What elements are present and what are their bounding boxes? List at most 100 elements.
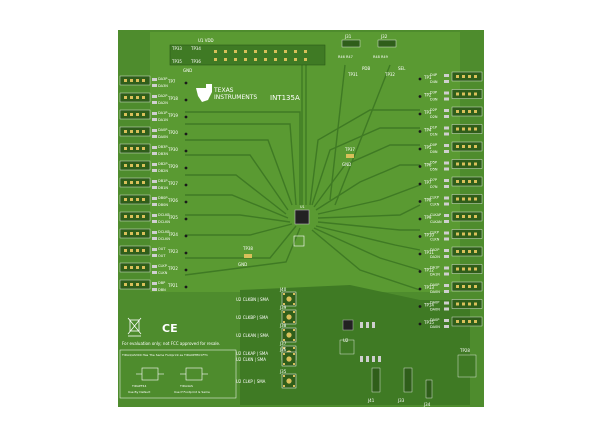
right-row-pin <box>474 92 477 96</box>
sma-id: J40 <box>279 287 287 292</box>
right-row-pin <box>474 75 477 78</box>
right-row-resistor <box>444 74 449 77</box>
sma-ground-pad <box>293 321 295 323</box>
sma-label: U2 CLKAN | SMA <box>236 333 269 338</box>
ti-logo-icon <box>196 84 212 102</box>
sma-ground-pad <box>293 347 295 349</box>
header-label: U1 VDD <box>198 38 214 43</box>
right-row-pin <box>456 232 459 236</box>
left-row-resistor <box>152 186 157 189</box>
left-row-resistor <box>152 152 157 155</box>
sma-ground-pad <box>283 353 285 355</box>
jumper-j32-pins: R48 R49 <box>373 55 388 59</box>
right-row-pin <box>456 75 459 78</box>
left-row-via <box>184 251 188 255</box>
jumper-j31-sig: PDB <box>362 66 370 71</box>
sma-ground-pad <box>293 353 295 355</box>
right-row-net: D7P <box>430 178 437 182</box>
tp37-label: TP37 <box>344 147 355 152</box>
sma-center-pin <box>286 332 292 338</box>
right-row-resistor <box>444 109 449 112</box>
right-row-resistor <box>444 126 449 130</box>
left-row-pin <box>124 113 127 116</box>
right-row-resistor <box>444 167 449 171</box>
right-row-tp: TP9 <box>423 215 432 220</box>
right-row-pin <box>468 180 471 183</box>
right-row-via <box>418 95 422 98</box>
left-row-pin <box>130 266 133 269</box>
right-row-pin <box>468 110 471 113</box>
right-row-header <box>451 124 483 134</box>
left-row-pin <box>136 113 139 116</box>
right-row-net2: D5N <box>430 168 438 172</box>
right-row-pin <box>456 162 459 166</box>
left-row-via <box>184 115 188 119</box>
bottom-ref-2: J33 <box>397 398 405 403</box>
right-row-pin <box>474 215 477 218</box>
left-row-net2: DB2N <box>158 169 168 173</box>
left-row-header <box>119 109 151 120</box>
right-row-tp: TP10 <box>423 233 434 238</box>
left-row-header <box>119 92 151 103</box>
left-row-resistor <box>152 112 157 115</box>
right-row-via <box>418 270 422 273</box>
right-row-resistor <box>444 325 449 328</box>
left-row-via <box>184 183 188 187</box>
copper-pour-top <box>150 32 460 292</box>
right-row-resistor <box>444 220 449 223</box>
sma-connector: J40 U2 CLKBN | SMA <box>236 287 297 307</box>
right-row-pin <box>468 215 471 218</box>
left-row-pin <box>130 113 133 116</box>
left-row-tp: TP29 <box>167 164 178 169</box>
brand-line2: INSTRUMENTS <box>214 94 257 101</box>
left-row-net2: DBN <box>158 288 166 292</box>
notes-left-sub: Use By Default <box>128 390 151 394</box>
right-row-resistor <box>444 249 449 252</box>
right-row-pin <box>474 180 477 183</box>
left-row-pin <box>142 198 145 201</box>
left-row-pin <box>136 215 139 218</box>
right-row-pin <box>474 267 477 271</box>
right-row-pin <box>474 162 477 166</box>
left-row-via <box>184 166 188 170</box>
right-row-pin <box>474 250 477 253</box>
sma-label: U2 CLKBN | SMA <box>236 297 269 302</box>
right-row-tp: TP4 <box>423 128 432 133</box>
left-row-net2: DA3N <box>158 84 168 88</box>
right-row-net: D4P <box>430 73 437 77</box>
sma-id: J35 <box>279 369 287 374</box>
right-row-net2: DA0N <box>430 290 440 294</box>
right-row-net2: DA0N <box>430 325 440 329</box>
right-row-resistor <box>444 290 449 293</box>
left-row-resistor <box>152 169 157 172</box>
sma-ground-pad <box>293 339 295 341</box>
right-row-pin <box>468 267 471 271</box>
right-row-net2: D4N <box>430 80 438 84</box>
header-pins <box>214 50 307 61</box>
left-row-pin <box>136 164 139 167</box>
right-row-pin <box>462 285 465 288</box>
right-row-tp: TP6 <box>423 163 432 168</box>
left-row-pin <box>142 79 145 82</box>
left-row-net: DA1P <box>158 111 167 115</box>
right-row-header <box>451 194 483 204</box>
tp37-pad <box>346 154 354 158</box>
left-row-tp: TP24 <box>167 232 178 237</box>
right-row-header <box>451 246 483 257</box>
sma-id: J36 <box>279 347 287 352</box>
sma-ground-pad <box>293 375 295 377</box>
right-row-via <box>418 165 422 168</box>
right-row-tp: TP7 <box>423 180 432 185</box>
notes-right-sub: Use If Footprint Is Same <box>174 390 210 394</box>
right-row-resistor <box>444 284 449 287</box>
left-row-pin <box>130 215 133 218</box>
right-row-header <box>451 89 483 99</box>
notes-left-caption: TIDAPF44 <box>131 384 146 388</box>
